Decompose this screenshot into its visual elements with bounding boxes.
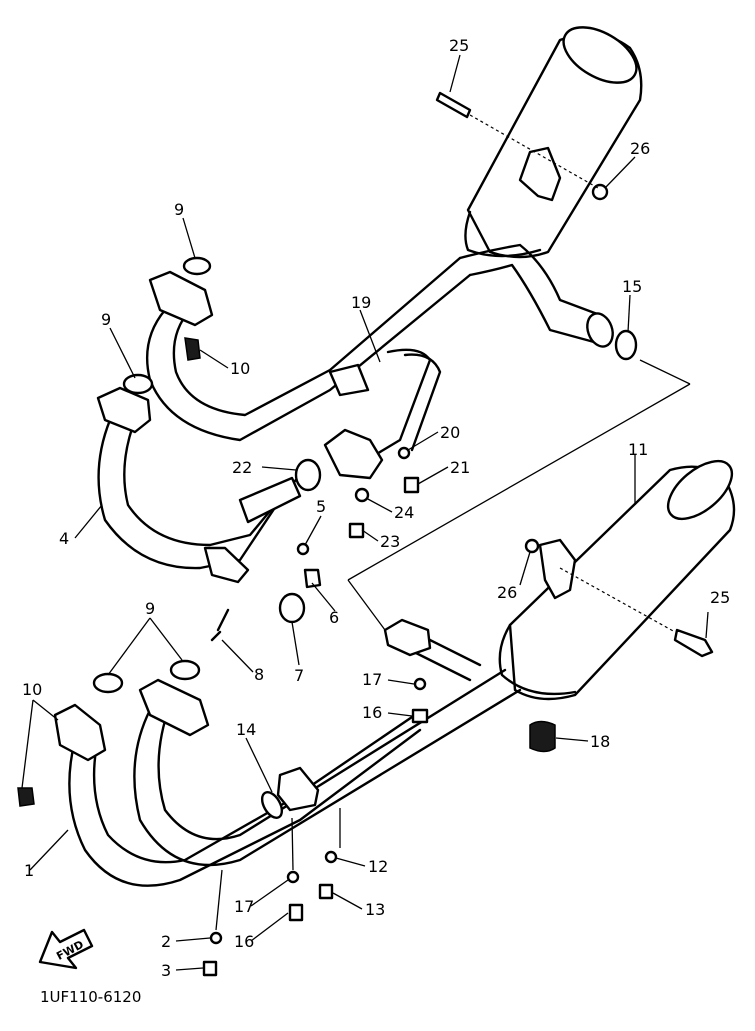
callout-leaders	[21, 54, 709, 971]
lower-muffler	[498, 459, 736, 753]
callout-15: 15	[622, 277, 642, 296]
callout-16-left: 16	[234, 932, 254, 951]
callout-8: 8	[254, 665, 264, 684]
forward-arrow-icon: FWD	[38, 928, 94, 970]
small-hardware	[92, 91, 714, 977]
callout-10-lower: 10	[22, 680, 42, 699]
callout-7: 7	[294, 666, 304, 685]
callout-18: 18	[590, 732, 610, 751]
callout-13: 13	[365, 900, 385, 919]
callout-5: 5	[316, 497, 326, 516]
callout-23: 23	[380, 532, 400, 551]
callout-17-right: 17	[362, 670, 382, 689]
callout-4: 4	[59, 529, 69, 548]
callout-22: 22	[232, 458, 252, 477]
exhaust-pipe-4	[96, 386, 302, 584]
callout-2: 2	[161, 932, 171, 951]
upper-right-pipe	[458, 243, 614, 348]
callout-20: 20	[440, 423, 460, 442]
alignment-lines	[347, 114, 691, 633]
diagram-code: 1UF110-6120	[40, 988, 141, 1006]
upper-exhaust-pipe	[146, 256, 472, 442]
callout-1: 1	[24, 861, 34, 880]
callout-9-upper: 9	[174, 200, 184, 219]
lower-flanges	[17, 618, 432, 807]
callout-11: 11	[628, 440, 648, 459]
callout-3: 3	[161, 961, 171, 980]
callout-10-upper: 10	[230, 359, 250, 378]
callout-9-lower: 9	[145, 599, 155, 618]
lower-exhaust-pipes	[68, 623, 522, 887]
callout-26-top: 26	[630, 139, 650, 158]
middle-connector-pipe	[323, 348, 442, 480]
callout-25-bottom: 25	[710, 588, 730, 607]
lower-joint-14	[260, 766, 320, 819]
callout-25-top: 25	[449, 36, 469, 55]
callout-19: 19	[351, 293, 371, 312]
callout-14: 14	[236, 720, 256, 739]
callout-12: 12	[368, 857, 388, 876]
callout-17-left: 17	[234, 897, 254, 916]
callout-16-right: 16	[362, 703, 382, 722]
callout-24: 24	[394, 503, 414, 522]
callout-6: 6	[329, 608, 339, 627]
callout-labels: 25 26 9 9 10 19 15 20 21 22 24 23 5 4 6 …	[22, 36, 730, 980]
callout-21: 21	[450, 458, 470, 477]
upper-muffler	[464, 26, 643, 259]
callout-26-bottom: 26	[497, 583, 517, 602]
callout-9-middle: 9	[101, 310, 111, 329]
